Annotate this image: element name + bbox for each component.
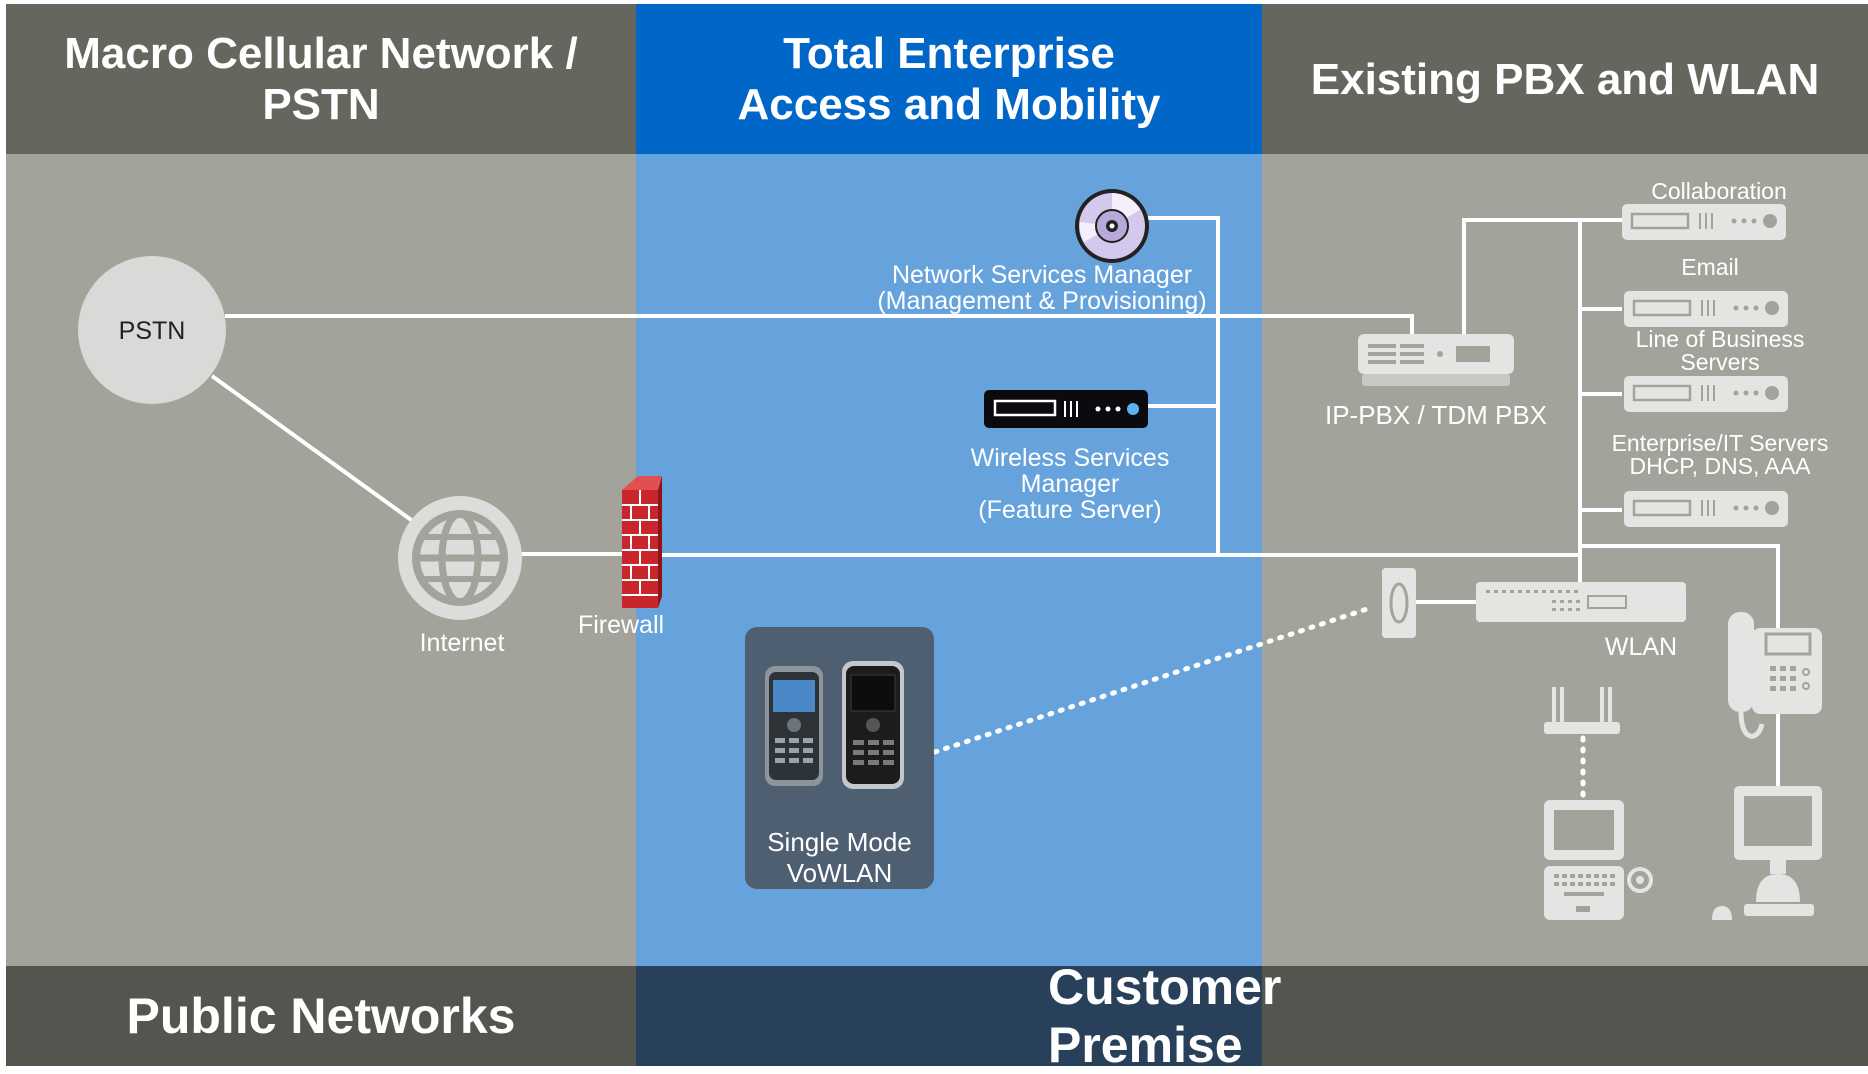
footer-public-networks-text: Public Networks (126, 988, 516, 1044)
wsm-label-line1: Wireless Services (970, 444, 1170, 472)
left-panel (6, 4, 636, 966)
header-total-enterprise: Total Enterprise Access and Mobility (636, 4, 1262, 154)
phones-label-line1: Single Mode (767, 827, 912, 857)
connection-lines (210, 216, 1780, 790)
pstn-node (78, 256, 226, 404)
pbx-collab-link (1462, 218, 1622, 340)
lob-server-icon (1624, 376, 1788, 412)
lob-label: Line of Business Servers (1620, 328, 1820, 374)
it-servers-label: Enterprise/IT Servers DHCP, DNS, AAA (1600, 432, 1840, 478)
router-icon (1544, 687, 1620, 734)
cell-phone-icon (842, 661, 904, 789)
header-total-enterprise-line1: Total Enterprise (783, 29, 1115, 78)
laptop-icon (1544, 800, 1653, 920)
pstn-pbx-link (225, 314, 1414, 340)
pstn-label: PSTN (118, 317, 186, 345)
collaboration-server-icon (1622, 204, 1786, 240)
lob-label-line2: Servers (1680, 349, 1760, 375)
wireless-phone-link (932, 605, 1373, 755)
desktop-computer-icon (1712, 786, 1822, 920)
wlan-label: WLAN (1604, 633, 1678, 661)
collaboration-label: Collaboration (1651, 178, 1787, 204)
it-server-icon (1624, 491, 1788, 527)
firewall-icon (622, 476, 662, 608)
nsm-label-line1: Network Services Manager (891, 261, 1193, 289)
footer-public-networks: Public Networks (6, 966, 636, 1066)
desk-phone-icon (1728, 612, 1822, 739)
cd-disc-icon (1075, 189, 1149, 263)
footer-customer-premise: Customer Premise (1048, 959, 1488, 1073)
nsm-label-line2: (Management & Provisioning) (877, 287, 1207, 315)
internet-globe-icon (398, 496, 522, 620)
pstn-internet-link (210, 374, 452, 550)
nsm-label: Network Services Manager (Management & P… (862, 262, 1222, 314)
cell-phone-icon (765, 666, 823, 786)
internet-label: Internet (419, 629, 505, 657)
email-label: Email (1681, 254, 1739, 280)
footer-customer-premise-navy (636, 966, 1262, 1066)
footer-customer-premise-grey (1262, 966, 1868, 1066)
wsm-label-line2: Manager (1020, 470, 1120, 498)
middle-panel (636, 4, 1262, 966)
header-macro-cellular-text: Macro Cellular Network / PSTN (64, 29, 578, 129)
wsm-label: Wireless Services Manager (Feature Serve… (946, 445, 1194, 523)
wsm-server-icon (984, 390, 1148, 428)
access-point-icon (1382, 568, 1416, 638)
lob-label-line1: Line of Business (1635, 326, 1805, 352)
wlan-switch-icon (1476, 582, 1686, 622)
pbx-device-icon (1358, 334, 1514, 386)
header-existing-pbx-text: Existing PBX and WLAN (1310, 54, 1820, 104)
header-existing-pbx: Existing PBX and WLAN (1262, 4, 1868, 154)
it-servers-label-line2: DHCP, DNS, AAA (1629, 453, 1811, 479)
header-macro-cellular: Macro Cellular Network / PSTN (6, 4, 636, 154)
phones-label: Single Mode VoWLAN (745, 827, 934, 889)
firewall-label: Firewall (577, 611, 665, 639)
footer-customer-premise-text: Customer Premise (1048, 959, 1282, 1073)
wsm-label-line3: (Feature Server) (978, 496, 1162, 524)
email-server-icon (1624, 291, 1788, 327)
pbx-label: IP-PBX / TDM PBX (1324, 400, 1547, 430)
phones-label-line2: VoWLAN (786, 858, 893, 888)
nsm-link (1148, 216, 1220, 555)
it-servers-label-line1: Enterprise/IT Servers (1611, 430, 1829, 456)
header-total-enterprise-line2: Access and Mobility (737, 80, 1161, 129)
